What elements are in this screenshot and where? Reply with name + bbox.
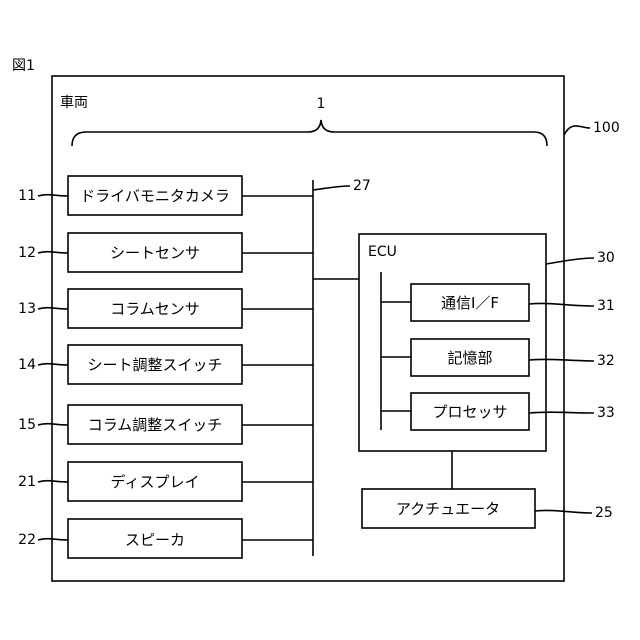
vehicle-label: 車両	[60, 94, 88, 111]
device-ref: 15	[18, 417, 36, 433]
device-label: スピーカ	[125, 531, 185, 549]
device-label: ディスプレイ	[111, 473, 200, 491]
vehicle-leader-line	[564, 126, 590, 135]
system-ref: 1	[317, 96, 326, 112]
device-ref: 22	[18, 532, 36, 548]
device-ref: 13	[18, 301, 36, 317]
device-label: ドライバモニタカメラ	[80, 187, 230, 205]
device-ref: 12	[18, 245, 36, 261]
ecu-memory: 記憶部 32	[381, 339, 615, 376]
device-ref: 11	[18, 188, 36, 204]
device-ref: 14	[18, 357, 36, 373]
ecu-component-ref: 31	[597, 298, 615, 314]
ecu-component-ref: 32	[597, 353, 615, 369]
device-label: コラム調整スイッチ	[88, 416, 223, 434]
ecu-label: ECU	[368, 244, 397, 260]
device-label: シートセンサ	[110, 244, 200, 262]
ecu-processor: プロセッサ 33	[381, 393, 615, 430]
device-label: シート調整スイッチ	[87, 356, 222, 374]
ecu-component-list: 通信I／F 31 記憶部 32 プロセッサ 33	[381, 284, 615, 430]
bus-ref: 27	[353, 178, 371, 194]
ecu-comm-interface: 通信I／F 31	[381, 284, 615, 321]
ecu-component-leader-line	[529, 412, 594, 413]
device-label: コラムセンサ	[110, 300, 200, 318]
ecu-component-label: 記憶部	[447, 349, 492, 367]
device-ref: 21	[18, 474, 36, 490]
actuator-label: アクチュエータ	[396, 500, 500, 518]
ecu-component-ref: 33	[597, 405, 615, 421]
ecu-component-label: 通信I／F	[441, 294, 499, 312]
figure-label: 図1	[12, 58, 35, 74]
actuator-ref: 25	[595, 505, 613, 521]
ecu-ref: 30	[597, 250, 615, 266]
ecu-component-label: プロセッサ	[432, 403, 507, 421]
vehicle-ref: 100	[593, 120, 620, 136]
